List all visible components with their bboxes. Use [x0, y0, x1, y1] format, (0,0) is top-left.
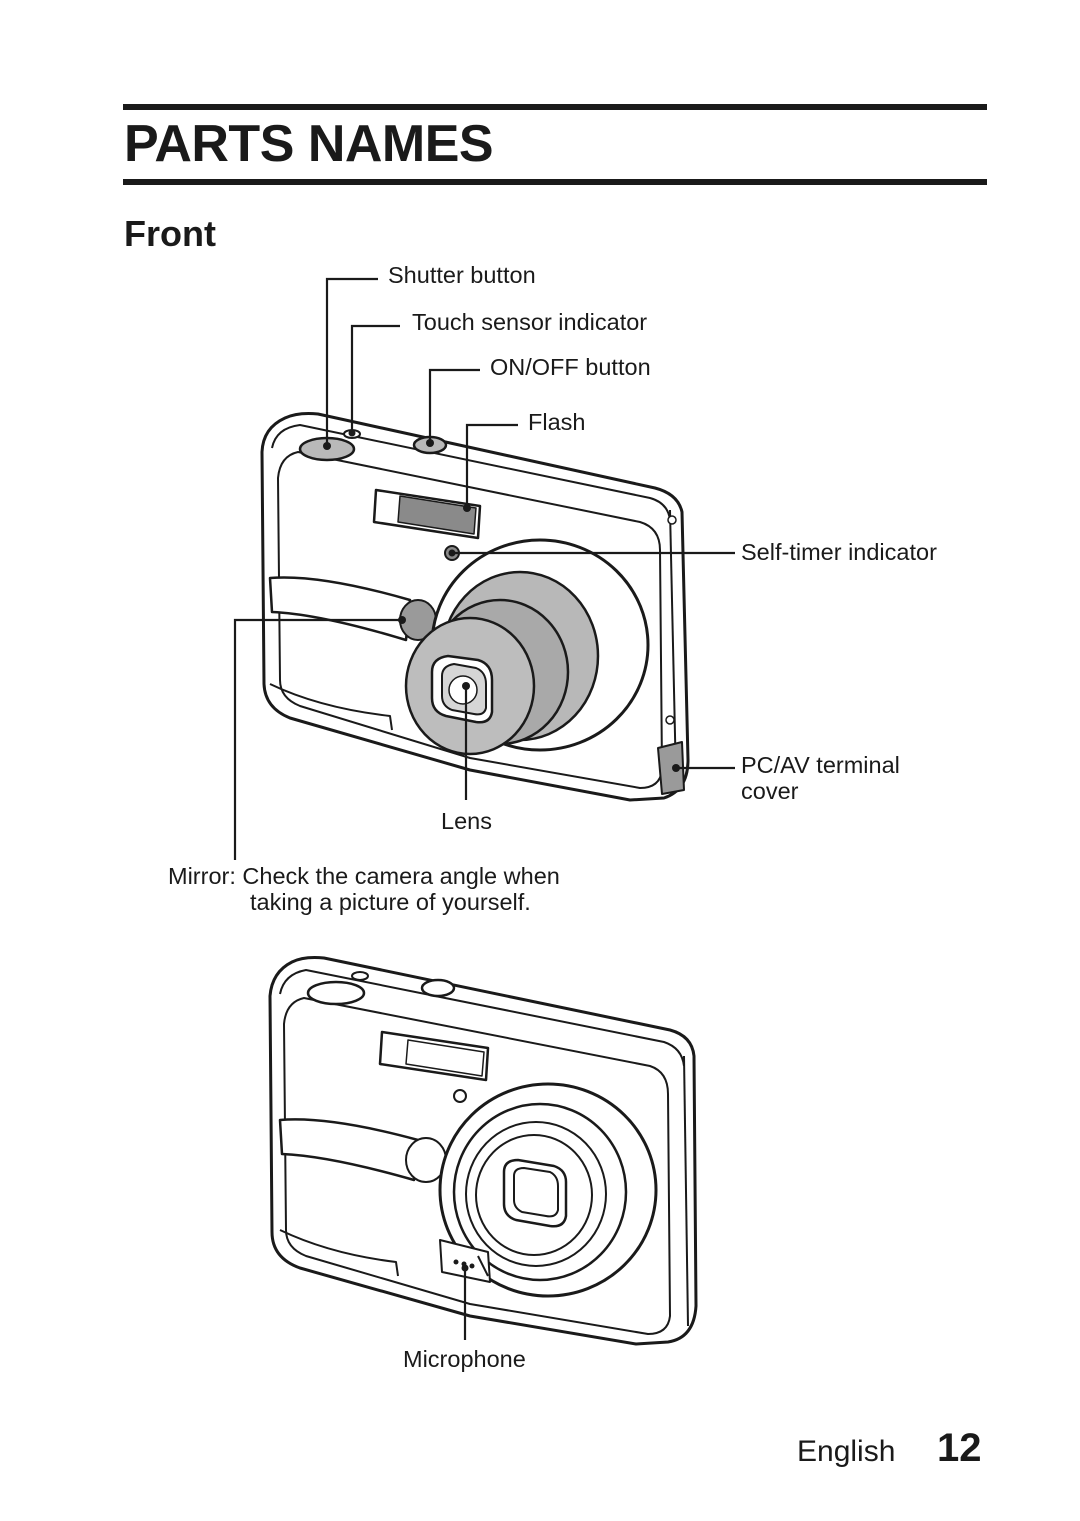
section-title: Front	[124, 213, 216, 254]
label-touch-sensor-indicator: Touch sensor indicator	[412, 309, 647, 335]
label-microphone: Microphone	[403, 1346, 526, 1372]
label-mirror: Mirror: Check the camera angle when	[168, 863, 560, 889]
label-on-off-button: ON/OFF button	[490, 354, 651, 380]
leader-dots	[323, 429, 680, 772]
title-rule-bottom	[123, 179, 987, 185]
footer-language: English	[797, 1435, 896, 1468]
title-rule-top	[123, 104, 987, 110]
label-mirror-description: taking a picture of yourself.	[250, 889, 531, 915]
label-pc-av-terminal: PC/AV terminal	[741, 752, 900, 778]
label-self-timer-indicator: Self-timer indicator	[741, 539, 937, 565]
label-flash: Flash	[528, 409, 585, 435]
leader-dot-microphone	[461, 1264, 469, 1272]
leader-lines	[233, 277, 735, 860]
page-title: PARTS NAMES	[124, 115, 494, 173]
label-pc-av-cover: cover	[741, 778, 799, 804]
camera-front-illustration-2	[268, 956, 698, 1346]
page-number: 12	[937, 1426, 982, 1470]
camera-front-illustration	[260, 412, 690, 802]
label-shutter-button: Shutter button	[388, 262, 536, 288]
label-lens: Lens	[441, 808, 492, 834]
